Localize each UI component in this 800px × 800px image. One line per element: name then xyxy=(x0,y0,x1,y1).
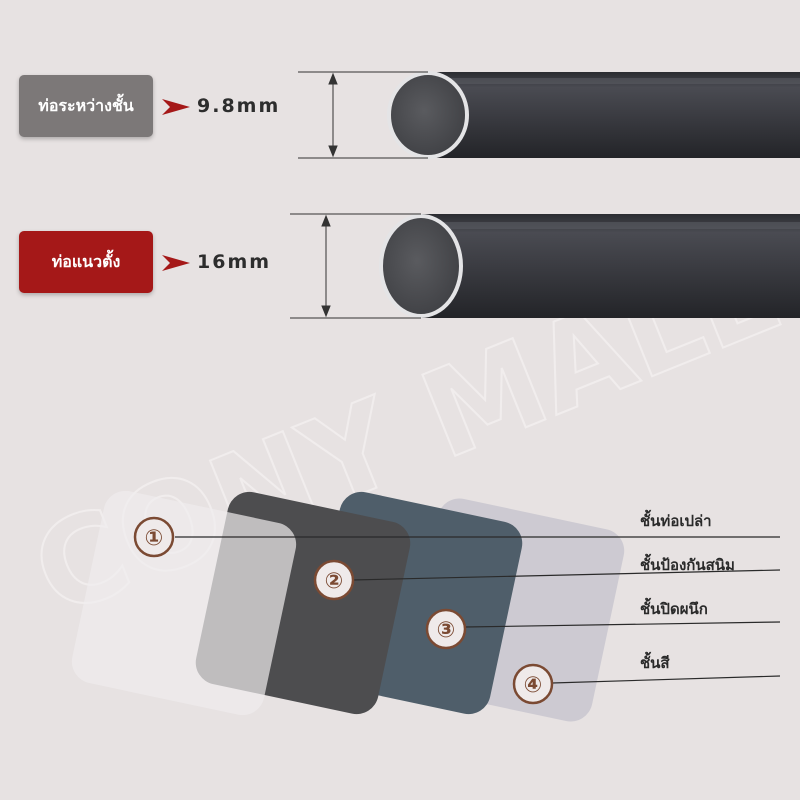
pipe2-dimension-marker xyxy=(290,213,421,319)
pipe-label-inter-floor: ท่อระหว่างชั้น xyxy=(19,75,153,137)
arrow-pointer-icon xyxy=(162,255,190,271)
layer-label-rustproof: ชั้นป้องกันสนิม xyxy=(640,556,735,574)
layer-number-circles: ① ② ③ ④ xyxy=(133,516,554,705)
layer-label-paint: ชั้นสี xyxy=(640,654,670,672)
leader-lines xyxy=(175,536,781,684)
layer-label-sealing: ชั้นปิดผนึก xyxy=(640,600,708,618)
pipe-vertical xyxy=(379,214,800,318)
svg-text:①: ① xyxy=(145,526,164,551)
pipe-size-inter-floor: 9.8mm xyxy=(197,95,281,117)
arrow-pointer-icon xyxy=(162,99,190,115)
pipe-inter-floor xyxy=(387,71,800,159)
svg-text:④: ④ xyxy=(524,673,543,698)
svg-text:②: ② xyxy=(325,569,344,594)
pipe-size-vertical: 16mm xyxy=(197,251,272,273)
layer-label-bare-pipe: ชั้นท่อเปล่า xyxy=(640,512,712,530)
layer-square-1-bare xyxy=(71,490,297,716)
svg-text:③: ③ xyxy=(437,618,456,643)
pipe1-dimension-marker xyxy=(298,71,428,159)
pipe-label-vertical: ท่อแนวตั้ง xyxy=(19,231,153,293)
